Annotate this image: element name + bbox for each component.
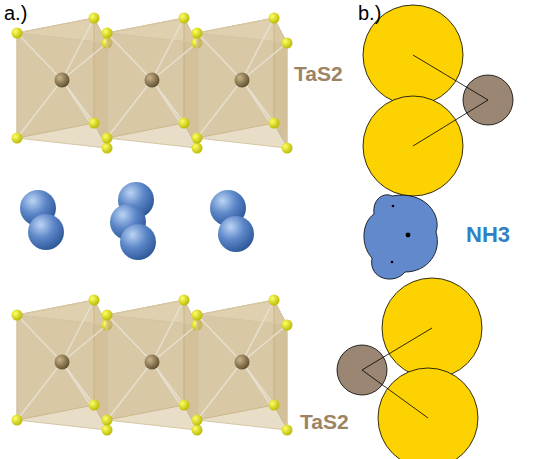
label-holder: NH3 bbox=[466, 222, 510, 248]
label-holder: b.) bbox=[358, 2, 381, 25]
material-label: TaS2 bbox=[300, 410, 349, 433]
panel-label: b.) bbox=[358, 2, 381, 24]
material-label: TaS2 bbox=[294, 62, 343, 85]
label-holder: a.) bbox=[4, 2, 27, 25]
molecule-label: NH3 bbox=[466, 222, 510, 247]
label-holder: TaS2 bbox=[300, 410, 349, 434]
panel-label: a.) bbox=[4, 2, 27, 24]
label-holder: TaS2 bbox=[294, 62, 343, 86]
